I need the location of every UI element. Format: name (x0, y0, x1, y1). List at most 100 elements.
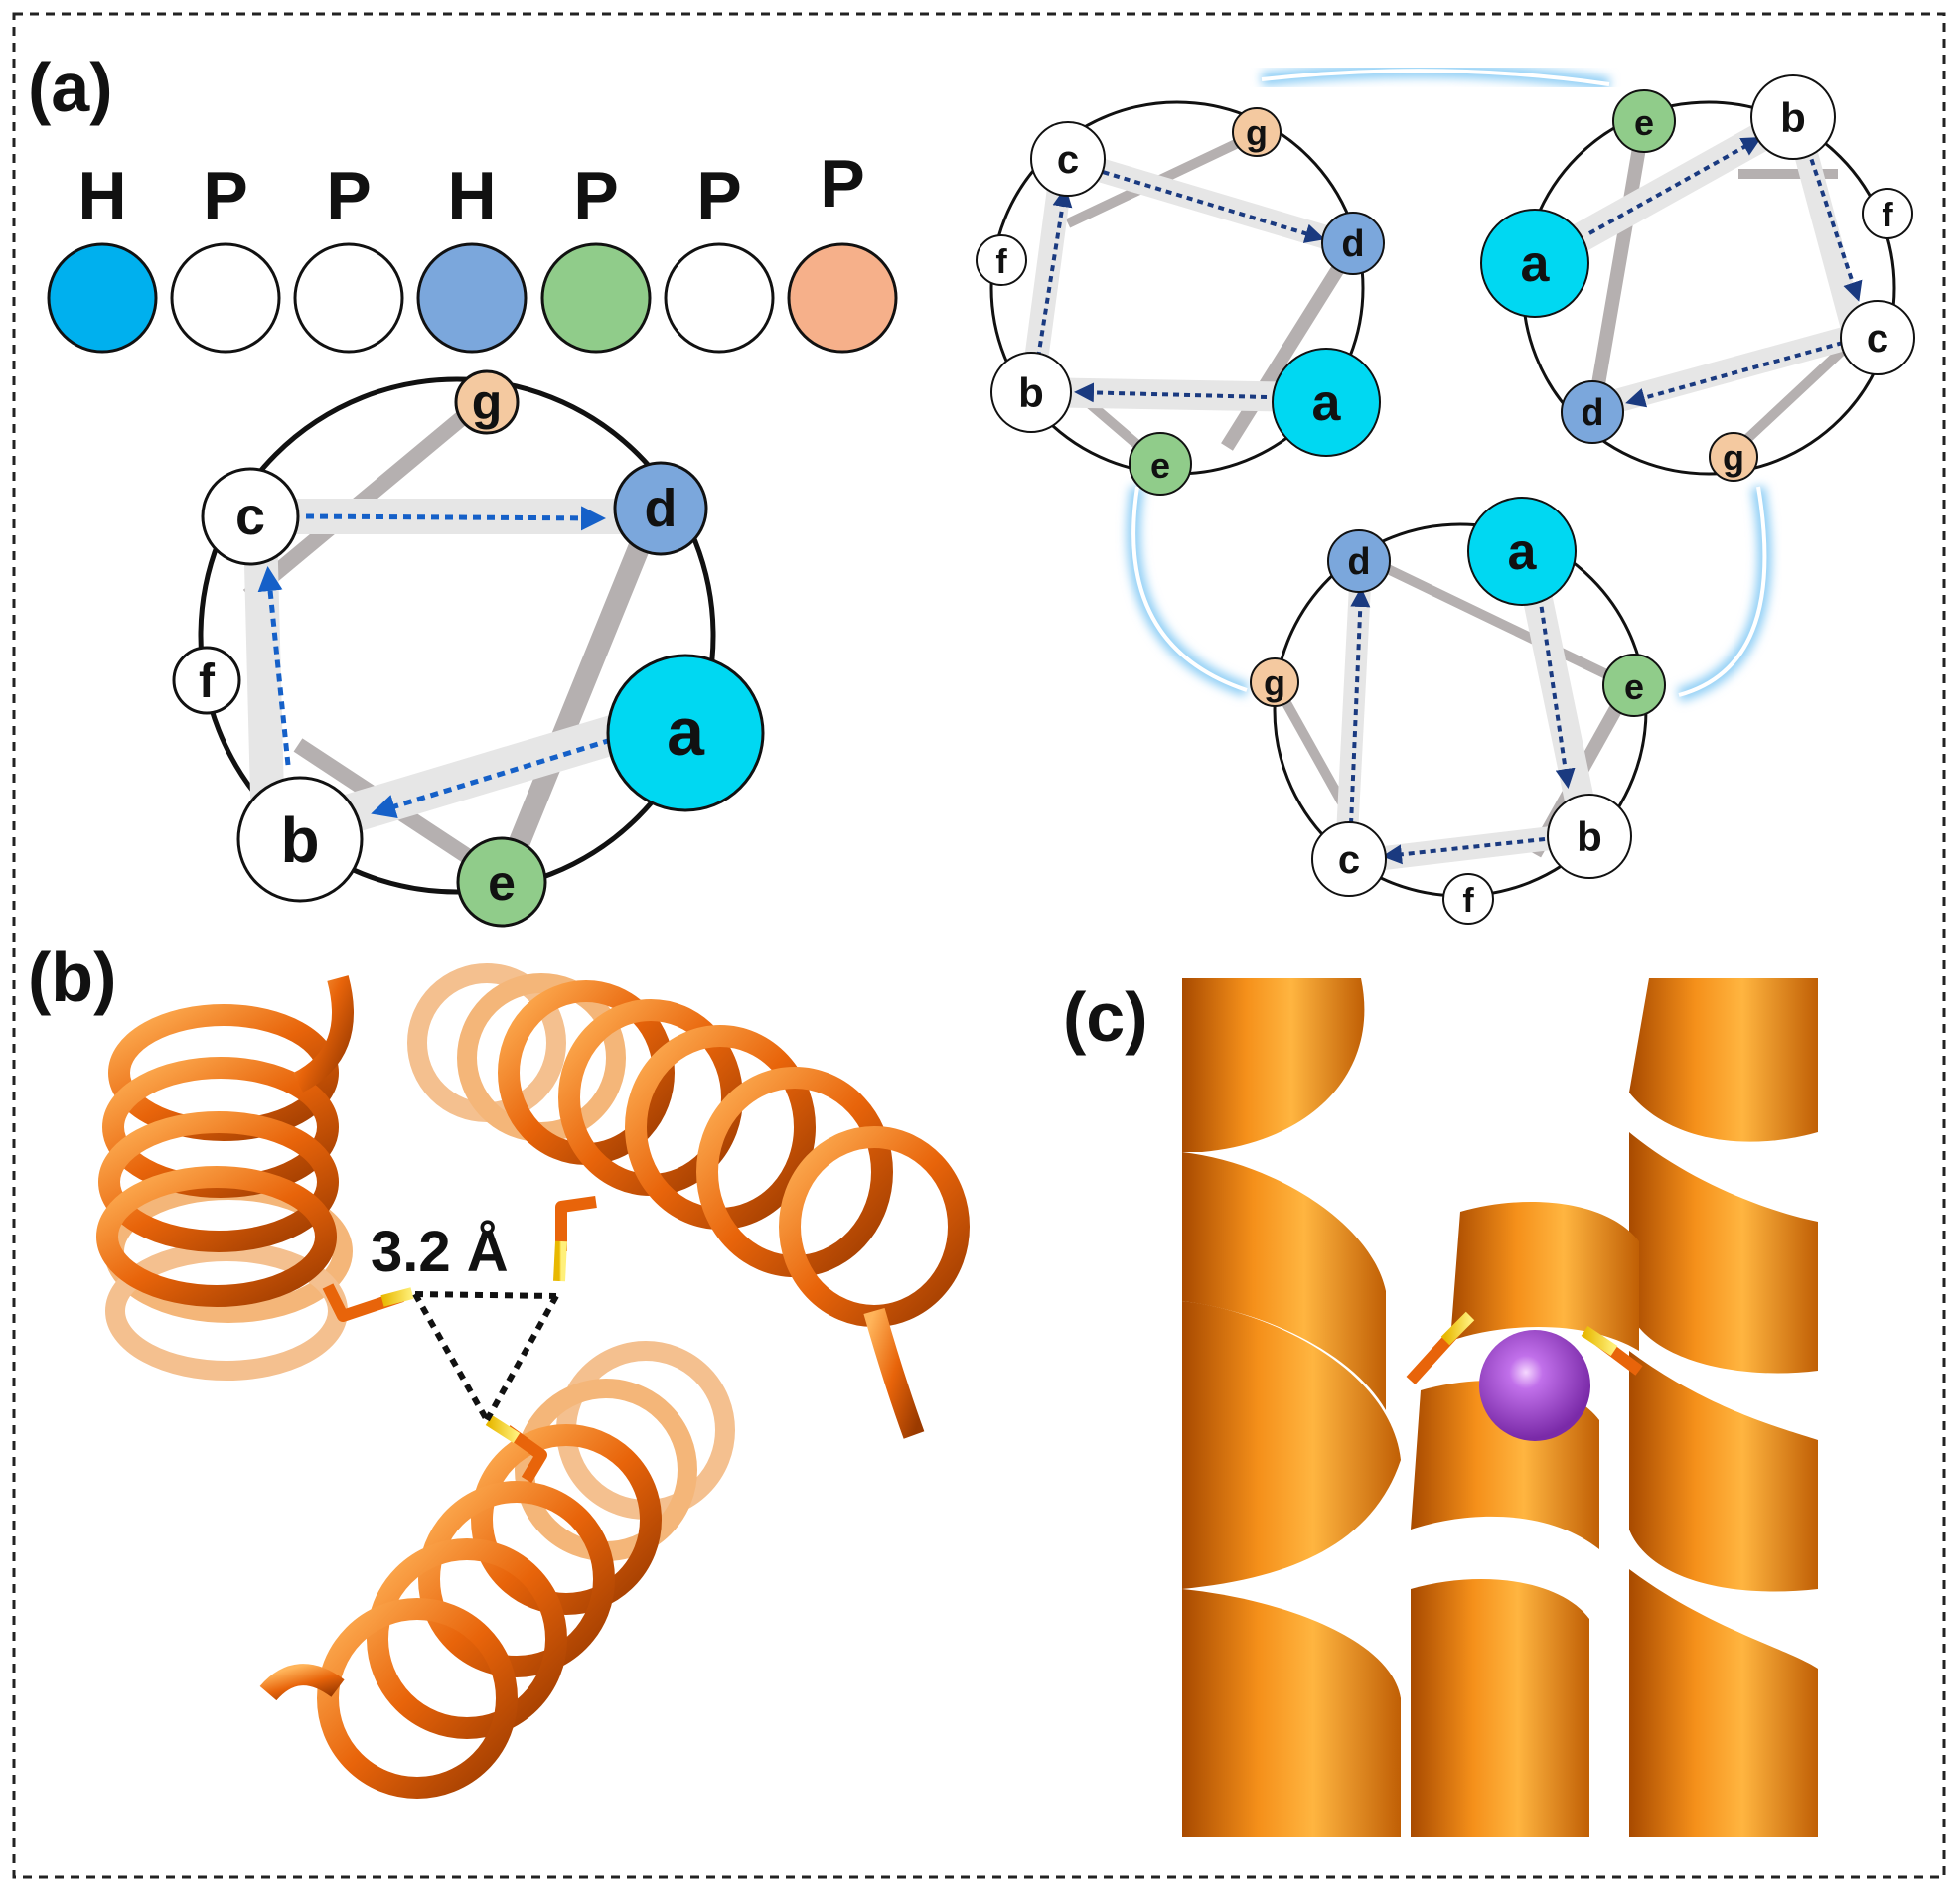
residue-circle (1321, 212, 1385, 275)
wheel-arrow (1382, 837, 1546, 865)
heptad-position-3: P (293, 158, 404, 354)
ribbon-helix-middle (1411, 1202, 1639, 1837)
sulfur-stub-left (380, 1287, 414, 1307)
residue-label: e (1634, 102, 1654, 143)
wheel-residue-e: e (456, 836, 547, 928)
distance-line (412, 1292, 490, 1422)
residue-label: g (1264, 662, 1285, 703)
sulfur-stub-left (1440, 1311, 1475, 1346)
heptad-position-2: P (170, 158, 281, 354)
helix-tube-lower (259, 1341, 735, 1799)
wheel-arrow (1625, 341, 1844, 408)
ribbon-segment (1182, 1152, 1386, 1410)
wheel-residue-a: a (1467, 497, 1577, 606)
helix-turn (418, 1481, 615, 1677)
residue-circle (1442, 873, 1494, 925)
residue-label: e (488, 855, 516, 911)
helix-end (292, 975, 354, 1093)
helix-tube-upper (407, 963, 970, 1439)
ribbon-helix-right (1629, 978, 1818, 1837)
residue-circle (1030, 121, 1106, 197)
heptad-circle (47, 242, 158, 354)
heptad-position-7: P (787, 146, 898, 354)
wheel-residue-g: g (1709, 432, 1758, 482)
ribbon-helix-left (1182, 978, 1401, 1837)
wheel-residue-c: c (1840, 300, 1915, 375)
heptad-circle (170, 242, 281, 354)
heptad-circle (664, 242, 775, 354)
wheel-residue-d: d (1327, 529, 1391, 593)
wheel-residue-c: c (1311, 821, 1387, 897)
heptad-type-label: P (326, 158, 371, 233)
heptad-position-5: P (540, 158, 652, 354)
wheel-front-bond (1032, 377, 1312, 412)
residue-circle (1612, 89, 1676, 153)
side-chain-upper (555, 1196, 597, 1251)
wheel-residue-f: f (172, 646, 241, 715)
residue-label: c (1867, 317, 1888, 361)
panel-b: (b) (28, 939, 970, 1799)
helix-turn (471, 1424, 662, 1615)
wheel-residue-c: c (1030, 121, 1106, 197)
panel-c: (c) (1063, 978, 1818, 1837)
metal-ion-sphere (1479, 1330, 1590, 1441)
residue-circle (236, 776, 364, 903)
wheel-ring (198, 376, 716, 895)
wheel-back-bond (242, 390, 493, 603)
trimer-link-right-core (1678, 486, 1767, 697)
residue-label: a (1521, 235, 1551, 293)
ribbon-segment (1411, 1579, 1589, 1837)
residue-label: b (1577, 813, 1602, 860)
wheel-arrow (1074, 382, 1268, 403)
residue-label: g (1246, 112, 1268, 153)
wheel-residue-b: b (990, 352, 1072, 433)
heptad-type-label: P (820, 146, 864, 221)
residue-circle (1840, 300, 1915, 375)
distance-triangle (412, 1291, 559, 1422)
residue-label: a (1508, 523, 1538, 581)
residue-circle (1272, 348, 1381, 457)
heptad-type-label: H (77, 158, 126, 233)
sulfur-stub-right (1581, 1326, 1618, 1356)
wheel-residue-f: f (1862, 188, 1913, 239)
residue-circle (456, 836, 547, 928)
panel-a-label: (a) (28, 49, 113, 126)
distance-line (414, 1291, 557, 1299)
ribbon-segment (1182, 1301, 1401, 1589)
residue-circle (1232, 107, 1282, 157)
residue-circle (1250, 657, 1299, 707)
trimer-links (1127, 64, 1772, 702)
helix-turn (96, 1166, 337, 1307)
wheel-residue-c: c (201, 467, 300, 566)
ribbon-segment (1629, 978, 1818, 1142)
wheel-arrow (1092, 167, 1325, 243)
side-chain-left (322, 1283, 404, 1322)
wheel-residue-f: f (1442, 873, 1494, 925)
residue-circle (1327, 529, 1391, 593)
helix-end (259, 1664, 345, 1701)
cysteine-side-chains (322, 1196, 597, 1484)
residue-circle (1129, 432, 1192, 496)
residue-label: c (235, 487, 265, 546)
wheel-residue-a: a (606, 654, 765, 812)
trimer-wheel-3: d a g e b c f (1250, 497, 1666, 925)
heptad-position-4: H (416, 158, 528, 354)
ribbon-segment (1182, 1589, 1401, 1837)
heptad-type-label: P (696, 158, 741, 233)
helix-turn (367, 1538, 567, 1739)
ribbon-segment (1629, 1569, 1818, 1837)
residue-circle (172, 646, 241, 715)
wheel-residue-a: a (1480, 209, 1589, 318)
wheel-arrow-b-c (257, 566, 291, 766)
residue-label: e (1150, 445, 1170, 486)
wheel-residue-d: d (1561, 380, 1624, 444)
helix-turn-back (515, 1379, 697, 1561)
trimer-wheel-2: e b f a c d g (1480, 74, 1915, 482)
residue-label: c (1057, 138, 1079, 182)
helix-tube-left (96, 975, 354, 1381)
wheel-front-bond (1059, 147, 1350, 255)
residue-circle (1561, 380, 1624, 444)
wheel-front-bond (1515, 557, 1599, 828)
trimer-link-left-core (1131, 486, 1248, 692)
residue-label: d (1581, 392, 1603, 434)
